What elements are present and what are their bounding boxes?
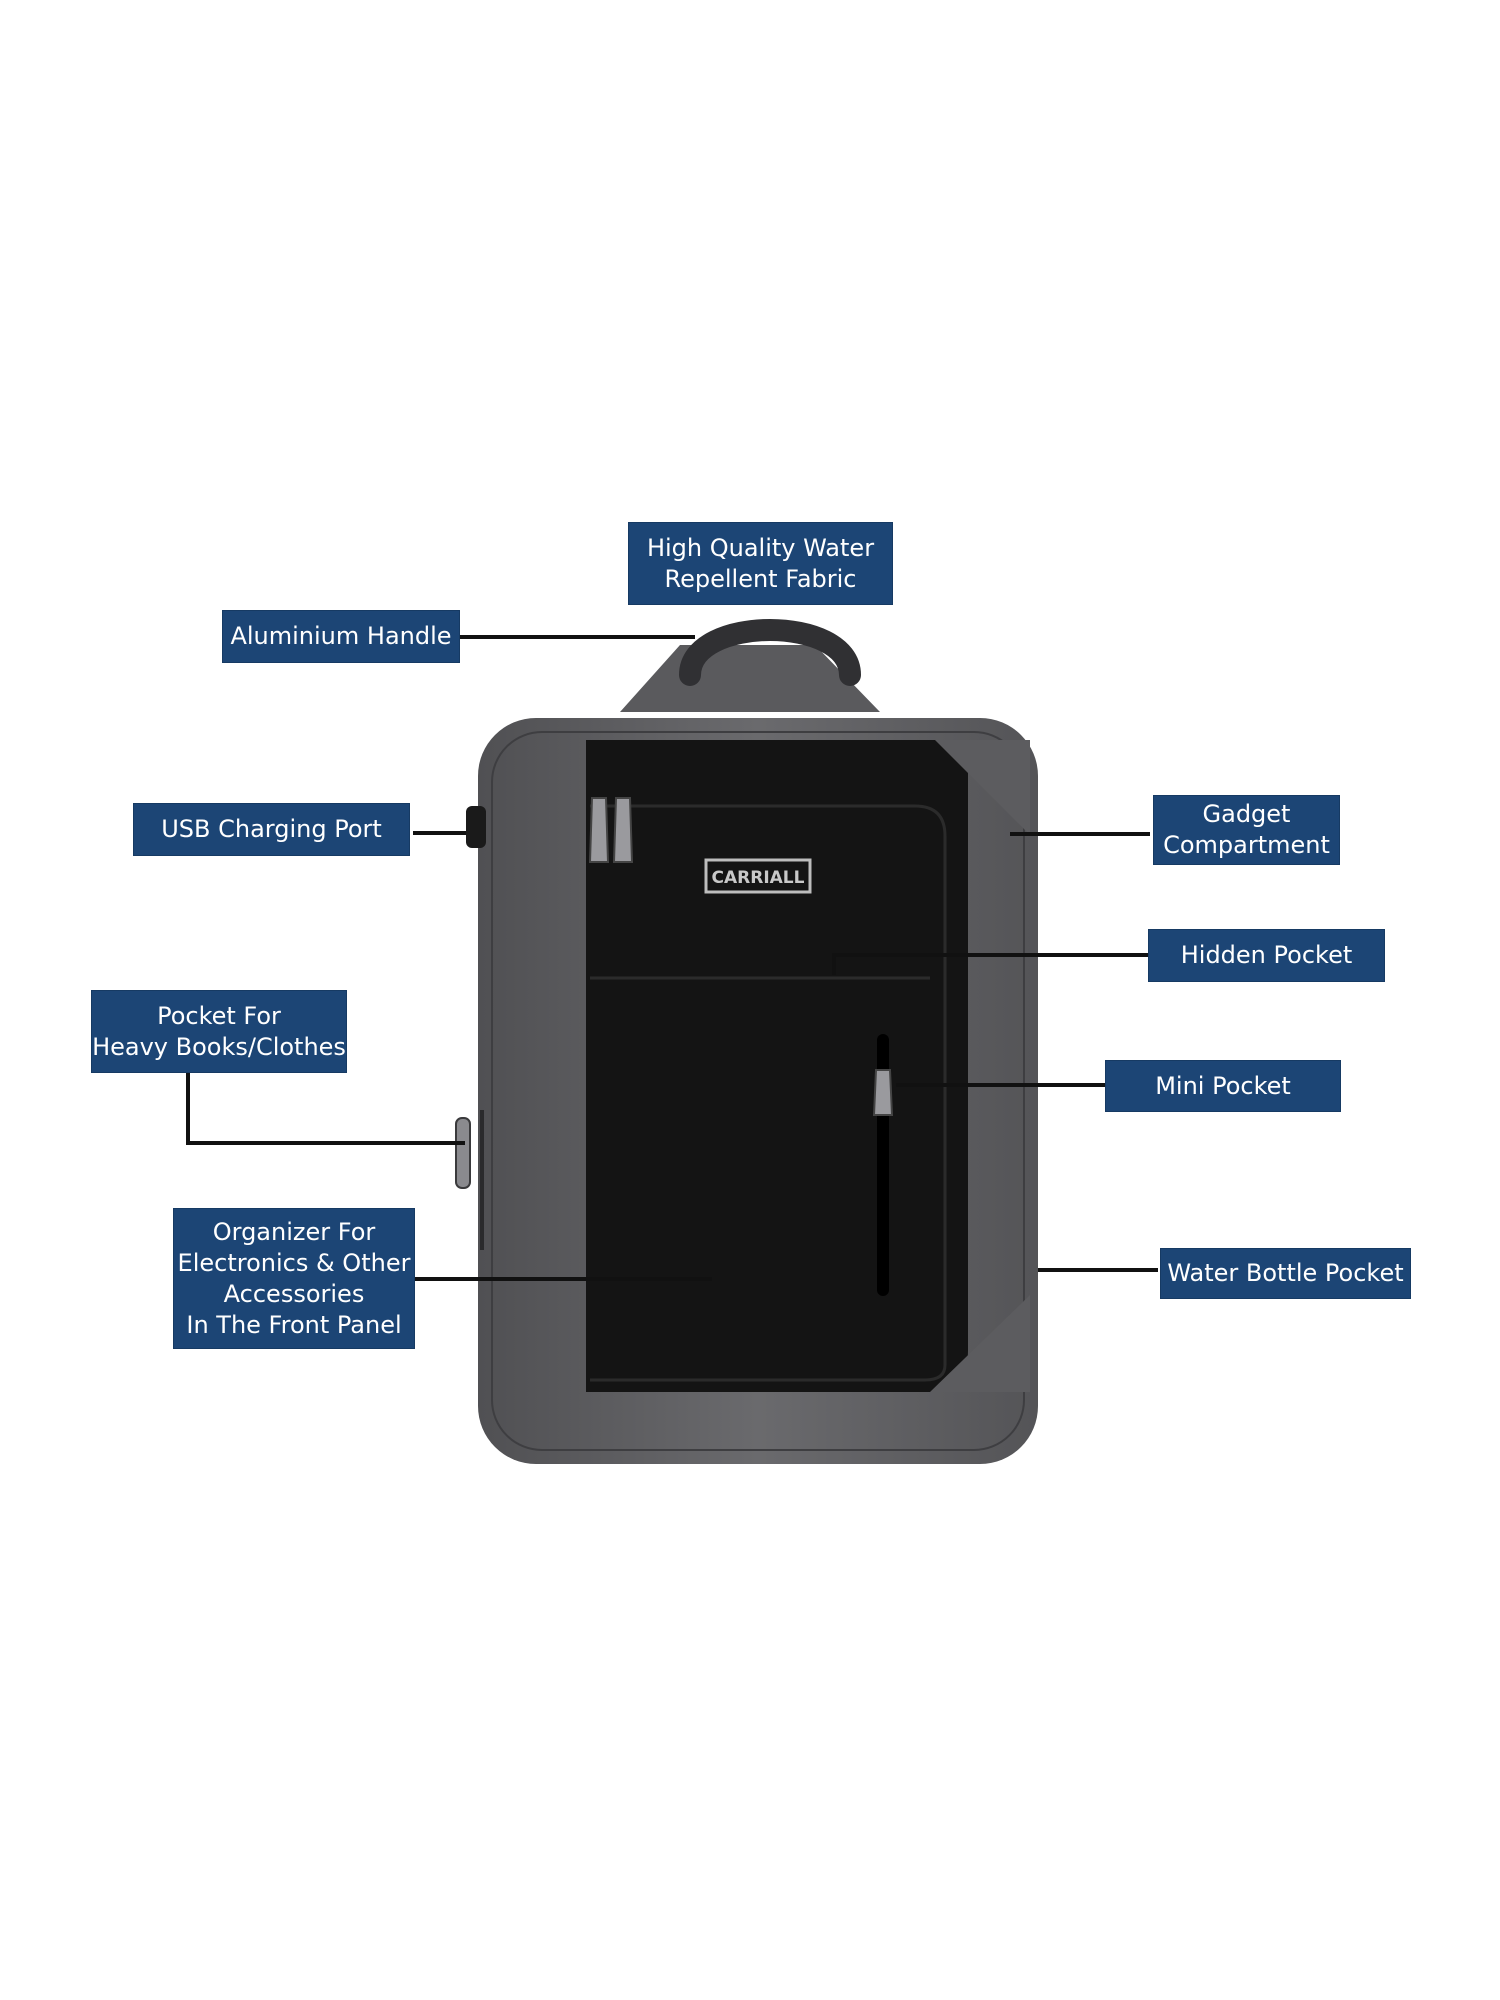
top-pocket-zipper: [590, 804, 947, 1382]
callout-line: In The Front Panel: [186, 1310, 402, 1339]
callout-line: Electronics & Other: [177, 1248, 411, 1277]
logo-badge: [704, 858, 812, 894]
callout-line: Compartment: [1163, 831, 1330, 859]
callout-hidden-pocket: Hidden Pocket: [1148, 929, 1385, 982]
callout-line: Repellent Fabric: [664, 564, 857, 593]
leader-pocket-heavy-books: [186, 1072, 465, 1145]
side-zipper-pull: [455, 1117, 471, 1189]
callout-line: Organizer For: [212, 1217, 376, 1246]
callout-organizer-front-panel: Organizer For Electronics & Other Access…: [173, 1208, 415, 1349]
front-panel: [586, 740, 968, 1392]
callout-line: High Quality Water: [646, 533, 875, 562]
grey-diagonal-bottom: [930, 1295, 1030, 1392]
usb-port: [466, 806, 486, 848]
mini-pocket-pull: [872, 1069, 894, 1116]
callout-line: Mini Pocket: [1155, 1071, 1291, 1100]
callout-line: Heavy Books/Clothes: [92, 1032, 346, 1061]
callout-water-bottle-pocket: Water Bottle Pocket: [1160, 1248, 1411, 1299]
callout-line: Aluminium Handle: [230, 622, 452, 650]
callout-aluminium-handle: Aluminium Handle: [222, 610, 460, 663]
callout-mini-pocket: Mini Pocket: [1105, 1060, 1341, 1112]
callout-high-quality-fabric: High Quality Water Repellent Fabric: [628, 522, 893, 605]
logo-text: CARRIALL: [712, 868, 805, 888]
grey-diagonal-top: [935, 740, 1030, 835]
callout-line: USB Charging Port: [161, 815, 382, 843]
bag-body-stitch: [491, 731, 1025, 1451]
callout-line: Accessories: [223, 1279, 365, 1308]
main-zipper-pull-1: [588, 797, 610, 863]
main-zipper-pull-2: [612, 797, 634, 863]
callout-line: Gadget: [1202, 800, 1291, 828]
callout-line: Water Bottle Pocket: [1167, 1259, 1404, 1287]
callout-gadget-compartment: Gadget Compartment: [1153, 795, 1340, 865]
leader-lines: [186, 635, 1158, 1281]
callout-usb-charging-port: USB Charging Port: [133, 803, 410, 856]
leader-hidden-pocket: [832, 953, 1148, 975]
callout-pocket-heavy-books: Pocket For Heavy Books/Clothes: [91, 990, 347, 1073]
aluminium-handle-bar: [679, 619, 861, 686]
callout-line: Hidden Pocket: [1180, 941, 1353, 969]
callout-line: Pocket For: [157, 1001, 281, 1030]
